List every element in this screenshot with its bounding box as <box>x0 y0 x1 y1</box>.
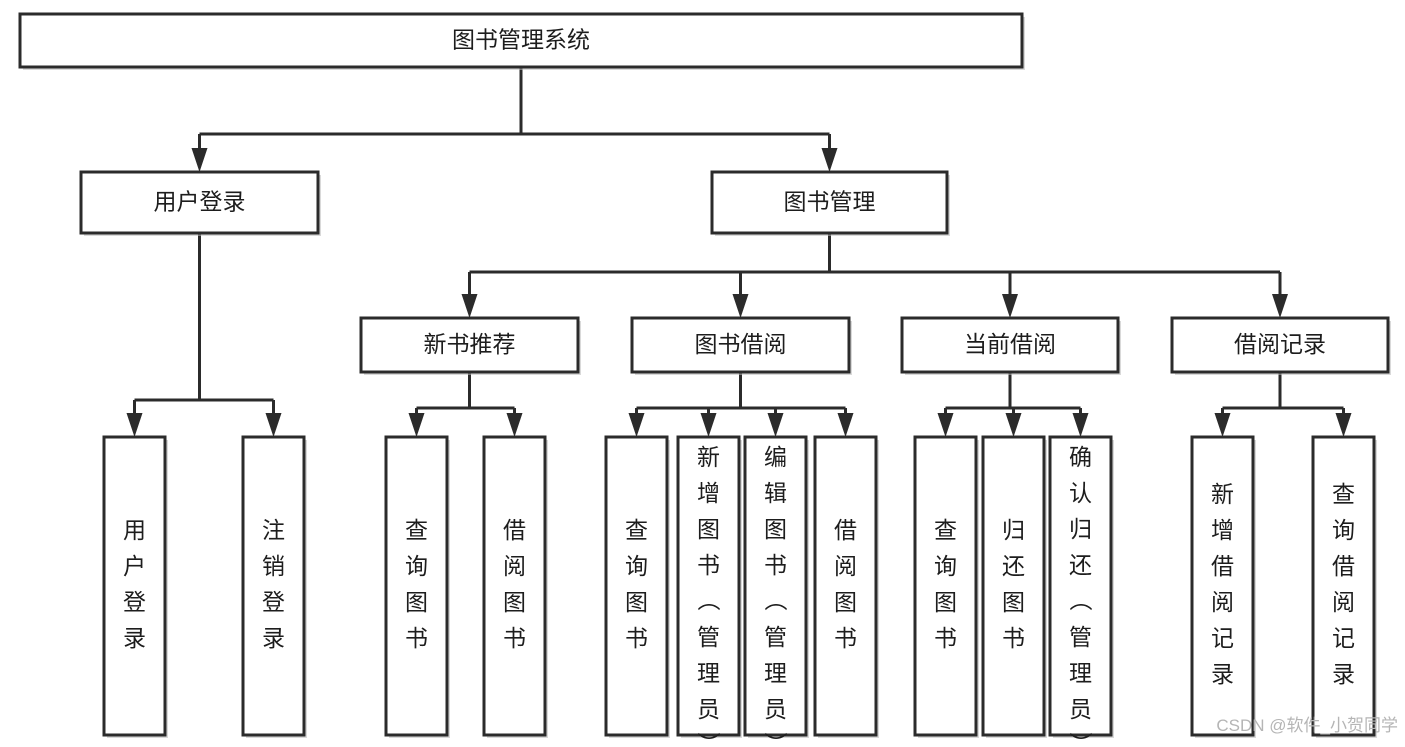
node-label: 查询借阅记录 <box>1332 481 1355 687</box>
connector-group-book-manage <box>461 233 1288 318</box>
node-borrow-record[interactable]: 借阅记录 <box>1170 316 1391 375</box>
connector-group-new-book-rec <box>408 372 523 437</box>
node-leaf-borrow-book-1[interactable]: 借阅图书 <box>482 435 548 738</box>
node-label: 借阅图书 <box>834 517 857 651</box>
node-leaf-query-book-3[interactable]: 查询图书 <box>913 435 979 738</box>
node-leaf-add-record[interactable]: 新增借阅记录 <box>1190 435 1256 738</box>
connector-layer <box>126 67 1352 437</box>
node-label: 确认归还（管理员） <box>1069 444 1093 747</box>
node-book-manage[interactable]: 图书管理 <box>710 170 950 236</box>
node-box[interactable] <box>1170 316 1390 374</box>
node-box[interactable] <box>710 170 949 235</box>
node-box[interactable] <box>981 435 1046 737</box>
node-current-borrow[interactable]: 当前借阅 <box>900 316 1121 375</box>
node-label: 新增图书（管理员） <box>697 444 721 747</box>
node-leaf-confirm-return[interactable]: 确认归还（管理员） <box>1048 435 1114 747</box>
node-label: 新书推荐 <box>424 331 516 357</box>
connector-group-book-borrow <box>628 372 854 437</box>
node-leaf-query-book-2[interactable]: 查询图书 <box>604 435 670 738</box>
node-label: 图书借阅 <box>695 331 787 357</box>
node-leaf-query-book-1[interactable]: 查询图书 <box>384 435 450 738</box>
node-leaf-borrow-book-2[interactable]: 借阅图书 <box>813 435 879 738</box>
node-label: 图书管理系统 <box>452 27 590 53</box>
node-book-borrow[interactable]: 图书借阅 <box>630 316 852 375</box>
node-box[interactable] <box>102 435 167 737</box>
node-leaf-return-book[interactable]: 归还图书 <box>981 435 1047 738</box>
node-box[interactable] <box>1190 435 1255 737</box>
node-user-login[interactable]: 用户登录 <box>79 170 321 236</box>
node-label: 借阅记录 <box>1234 331 1326 357</box>
node-layer: 图书管理系统用户登录图书管理新书推荐图书借阅当前借阅借阅记录用户登录注销登录查询… <box>18 12 1391 747</box>
node-label: 新增借阅记录 <box>1211 481 1234 687</box>
node-leaf-logout[interactable]: 注销登录 <box>241 435 307 738</box>
node-label: 注销登录 <box>262 517 285 651</box>
node-box[interactable] <box>676 435 741 737</box>
csdn-watermark: CSDN @软件_小贺同学 <box>1216 716 1398 735</box>
node-box[interactable] <box>482 435 547 737</box>
connector-group-current-borrow <box>937 372 1089 437</box>
node-label: 当前借阅 <box>964 331 1056 357</box>
node-box[interactable] <box>241 435 306 737</box>
node-box[interactable] <box>1048 435 1113 737</box>
connector-group-root <box>191 67 838 172</box>
node-box[interactable] <box>743 435 808 737</box>
node-label: 查询图书 <box>625 517 648 651</box>
node-label: 借阅图书 <box>503 517 526 651</box>
node-box[interactable] <box>79 170 320 235</box>
node-label: 查询图书 <box>405 517 428 651</box>
node-box[interactable] <box>630 316 851 374</box>
node-label: 用户登录 <box>154 189 246 215</box>
node-label: 编辑图书（管理员） <box>764 444 788 747</box>
node-box[interactable] <box>913 435 978 737</box>
node-label: 归还图书 <box>1002 517 1025 651</box>
node-box[interactable] <box>384 435 449 737</box>
node-leaf-query-record[interactable]: 查询借阅记录 <box>1311 435 1377 738</box>
node-box[interactable] <box>900 316 1120 374</box>
node-box[interactable] <box>359 316 580 374</box>
node-leaf-add-book[interactable]: 新增图书（管理员） <box>676 435 742 747</box>
node-root[interactable]: 图书管理系统 <box>18 12 1025 70</box>
node-box[interactable] <box>1311 435 1376 737</box>
node-new-book-rec[interactable]: 新书推荐 <box>359 316 581 375</box>
node-label: 查询图书 <box>934 517 957 651</box>
node-label: 图书管理 <box>784 189 876 215</box>
node-box[interactable] <box>18 12 1024 69</box>
node-leaf-edit-book[interactable]: 编辑图书（管理员） <box>743 435 809 747</box>
node-label: 用户登录 <box>123 517 146 651</box>
connector-group-user-login <box>126 233 282 437</box>
connector-group-borrow-record <box>1214 372 1352 437</box>
node-leaf-user-login[interactable]: 用户登录 <box>102 435 168 738</box>
node-box[interactable] <box>813 435 878 737</box>
node-box[interactable] <box>604 435 669 737</box>
